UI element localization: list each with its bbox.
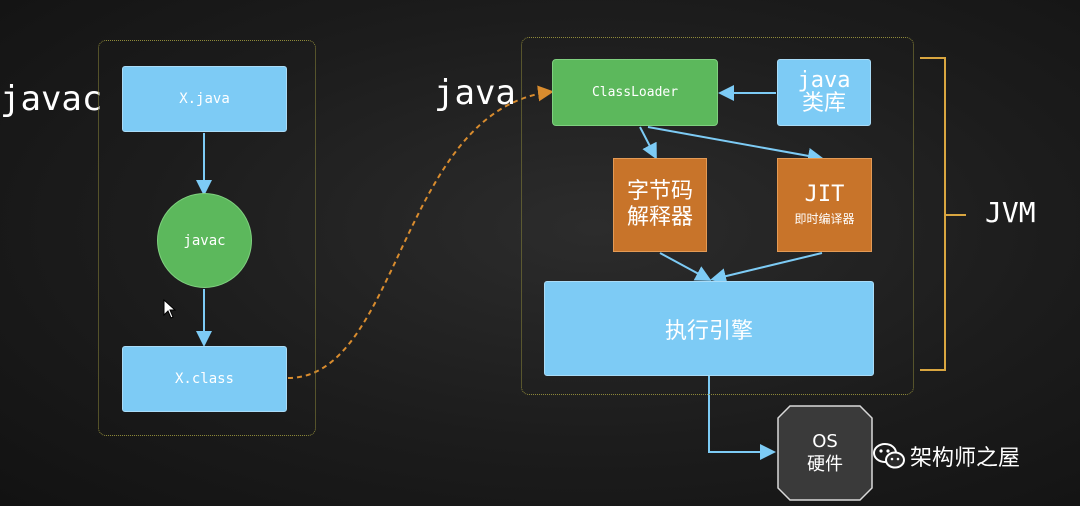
os-line2: 硬件 — [807, 454, 843, 475]
interpreter-line2: 解释器 — [626, 205, 693, 230]
bytecode-interpreter-box: 字节码 解释器 — [613, 158, 707, 252]
os-hardware-box: OS 硬件 — [778, 406, 872, 500]
execution-engine-box: 执行引擎 — [544, 281, 874, 376]
java-heading: java — [434, 73, 516, 113]
java-library-box: java 类库 — [777, 59, 871, 126]
watermark-text: 架构师之屋 — [910, 446, 1021, 471]
arrow-engine-to-os — [708, 376, 776, 460]
compile-frame — [98, 40, 316, 436]
arrow-jit-to-engine — [710, 252, 823, 284]
javac-heading: javac — [0, 79, 103, 119]
javac-compiler-node: javac — [157, 193, 252, 288]
jvm-frame — [521, 37, 914, 395]
jit-compiler-box: JIT 即时编译器 — [777, 158, 872, 252]
mouse-cursor-icon — [163, 299, 177, 319]
arrow-classloader-to-jit — [647, 126, 824, 164]
jit-line1: JIT — [804, 182, 845, 208]
arrow-classloader-to-interpreter — [639, 126, 657, 160]
arrow-interpreter-to-engine — [659, 252, 712, 281]
source-file-box: X.java — [122, 66, 287, 132]
jvm-heading: JVM — [985, 196, 1036, 229]
class-file-box: X.class — [122, 346, 287, 412]
interpreter-line1: 字节码 — [626, 178, 693, 204]
os-line1: OS — [812, 430, 838, 452]
jvm-brace — [920, 57, 946, 371]
dashed-load-curve — [287, 85, 554, 379]
wechat-icon — [873, 443, 905, 469]
jit-line2: 即时编译器 — [794, 211, 855, 226]
os-hardware-shape — [777, 405, 873, 501]
java-library-line2: 类库 — [801, 90, 846, 116]
java-library-line1: java — [797, 67, 851, 93]
classloader-box: ClassLoader — [552, 59, 718, 126]
watermark: 架构师之屋 — [872, 440, 1020, 472]
